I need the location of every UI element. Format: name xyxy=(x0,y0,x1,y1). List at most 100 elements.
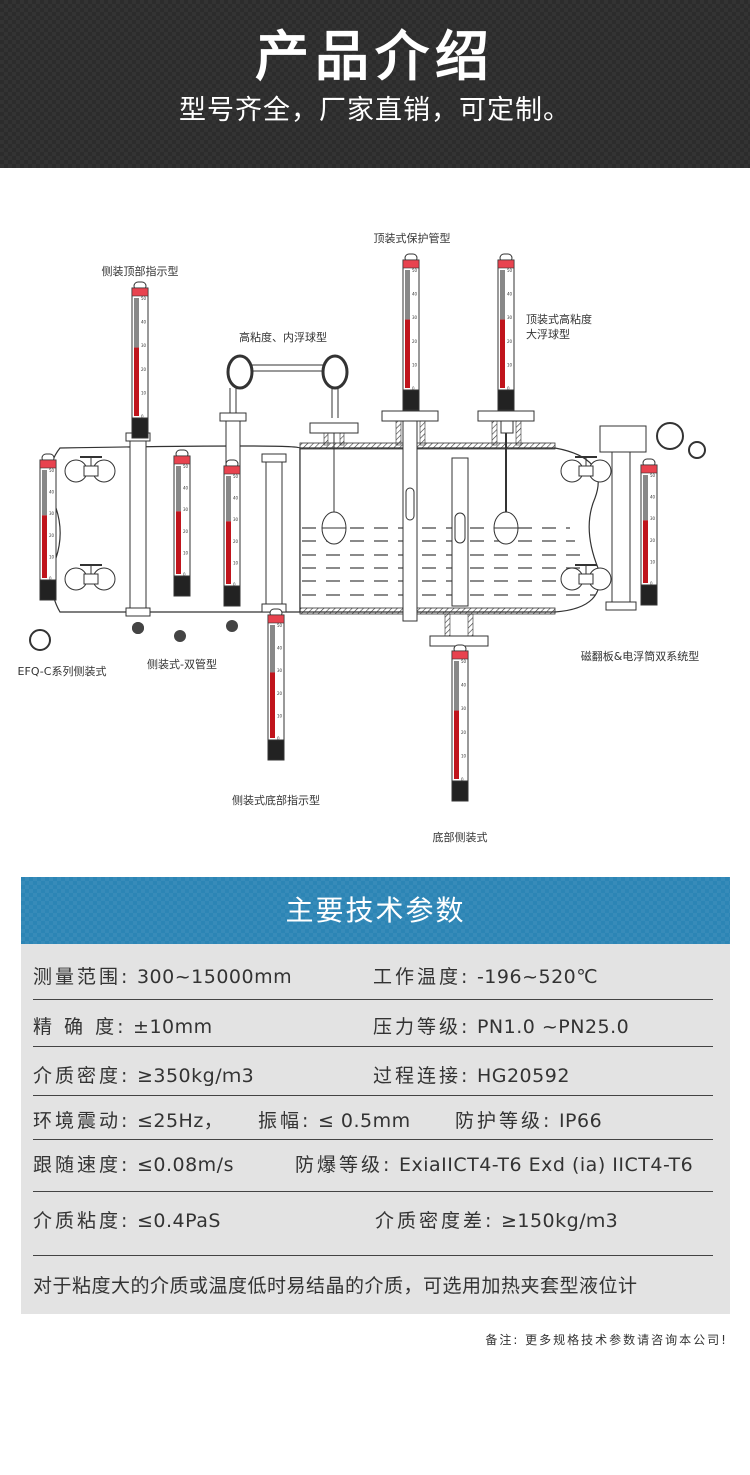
spec-row: 跟随速度: ≤0.08m/s 防爆等级: ExiaIICT4-T6 Exd (i… xyxy=(33,1150,713,1192)
spec-key: 环境震动: xyxy=(33,1110,131,1132)
gauge-header xyxy=(497,259,515,269)
gauge-tick-label: 40 xyxy=(412,292,418,297)
spec-table: 测量范围: 300~15000mm 工作温度: -196~520℃ 精 确 度:… xyxy=(21,944,730,1314)
label-side-bottom-indicator: 侧装式底部指示型 xyxy=(232,793,320,807)
gauge-tick-label: 30 xyxy=(141,343,147,348)
page-title: 产品介绍 xyxy=(255,25,495,88)
gauge-empty-segment xyxy=(134,298,139,348)
footnote-note: 备注: 更多规格技术参数请咨询本公司! xyxy=(485,1333,728,1347)
gauge-tick-label: 50 xyxy=(141,296,147,301)
gauge-tick-label: 20 xyxy=(233,539,239,544)
spec-footnote: 对于粘度大的介质或温度低时易结晶的介质，可选用加热夹套型液位计 xyxy=(33,1271,713,1301)
gauge-tick-label: 30 xyxy=(412,315,418,320)
gauge-level-indicator xyxy=(454,710,459,779)
gauge-level-indicator xyxy=(176,511,181,574)
gauge-tick-label: 50 xyxy=(650,473,656,478)
spec-value: ≤ 0.5mm xyxy=(317,1110,411,1132)
level-gauge-diagram: 50 40 30 20 10 0 50 40 30 20 10 0 50 40 30 20 10 0 50 40 30 2… xyxy=(18,231,706,844)
gauge-level-indicator xyxy=(643,520,648,583)
product-diagram: 50 40 30 20 10 0 50 40 30 20 10 0 50 40 30 20 10 0 50 40 30 2… xyxy=(0,168,750,868)
gauge-tick-label: 40 xyxy=(507,292,513,297)
spec-row: 介质粘度: ≤0.4PaS 介质密度差: ≥150kg/ｍ3 xyxy=(33,1206,713,1256)
gauge-level-indicator xyxy=(134,347,139,416)
gauge-tick-label: 10 xyxy=(49,554,55,559)
top-nozzle-3 xyxy=(477,410,535,545)
gauge-empty-segment xyxy=(454,661,459,711)
gauge-tick-label: 10 xyxy=(277,713,283,718)
spec-row: 测量范围: 300~15000mm 工作温度: -196~520℃ xyxy=(33,962,713,1000)
gauge-tick-label: 20 xyxy=(650,538,656,543)
gauge-bottom-housing xyxy=(131,417,149,439)
gauge-level-indicator xyxy=(226,521,231,584)
gauge-header xyxy=(131,287,149,297)
gauge-bottom-housing xyxy=(451,780,469,802)
gauge-tick-label: 0 xyxy=(141,414,144,419)
gauge-level-indicator xyxy=(42,515,47,578)
spec-value: ≤0.4PaS xyxy=(136,1210,221,1232)
gauge-header xyxy=(39,459,57,469)
spec-value: PN1.0 ~PN25.0 xyxy=(476,1016,630,1038)
left-valve-upper xyxy=(64,456,116,483)
gauge-bottom-housing xyxy=(497,389,515,411)
spec-key: 介质密度: xyxy=(33,1065,131,1087)
gauge-empty-segment xyxy=(500,270,505,320)
gauge-empty-segment xyxy=(226,476,231,522)
gauge-bottom-housing xyxy=(173,575,191,597)
gauge-tick-label: 20 xyxy=(412,339,418,344)
gauge-tick-label: 30 xyxy=(507,315,513,320)
top-nozzle-2 xyxy=(381,410,439,622)
gauge-tick-label: 40 xyxy=(49,490,55,495)
gauge-tick-label: 30 xyxy=(183,507,189,512)
spec-footnote-text: 对于粘度大的介质或温度低时易结晶的介质，可选用加热夹套型液位计 xyxy=(33,1275,638,1297)
gauge-empty-segment xyxy=(270,625,275,673)
spec-value: ±10mm xyxy=(133,1016,213,1038)
gauge-tick-label: 0 xyxy=(412,386,415,391)
gauge-bottom-housing xyxy=(223,585,241,607)
gauge-tick-label: 40 xyxy=(183,486,189,491)
gauge-bottom-housing xyxy=(267,739,285,761)
chamber-side-top xyxy=(125,432,151,634)
gauge-bottom-housing xyxy=(39,579,57,601)
left-valve-lower xyxy=(64,564,116,591)
gauge-tick-label: 0 xyxy=(507,386,510,391)
page-subtitle: 型号齐全，厂家直销，可定制。 xyxy=(179,95,571,126)
spec-key: 过程连接: xyxy=(373,1065,471,1087)
gauge-header xyxy=(267,614,285,624)
spec-value: ≤0.08m/s xyxy=(136,1154,234,1176)
gauge-tick-label: 50 xyxy=(183,464,189,469)
label-magnetic-float-dual: 磁翻板&电浮筒双系统型 xyxy=(581,649,700,663)
gauge-bottom-housing xyxy=(402,389,420,411)
gauge-tick-label: 30 xyxy=(650,516,656,521)
gauge-tick-label: 40 xyxy=(461,683,467,688)
gauge-tick-label: 20 xyxy=(507,339,513,344)
gauge-tick-label: 50 xyxy=(412,268,418,273)
label-bottom-side: 底部侧装式 xyxy=(433,830,488,844)
gauge-tick-label: 10 xyxy=(650,559,656,564)
gauge-tick-label: 50 xyxy=(461,659,467,664)
gauge-tick-label: 40 xyxy=(141,320,147,325)
spec-value: IP66 xyxy=(558,1110,603,1132)
gauge-header xyxy=(173,455,191,465)
spec-key: 防爆等级: xyxy=(295,1154,393,1176)
spec-banner: 主要技术参数 xyxy=(21,877,730,944)
gauge-top-protection: 50 40 30 20 10 0 xyxy=(402,253,420,411)
gauge-tick-label: 0 xyxy=(277,736,280,741)
gauge-empty-segment xyxy=(42,470,47,516)
gauge-tick-label: 40 xyxy=(650,495,656,500)
gauge-level-indicator xyxy=(270,672,275,738)
spec-value: ≥150kg/ｍ3 xyxy=(500,1210,619,1232)
gauge-tick-label: 20 xyxy=(277,691,283,696)
gauge-tick-label: 20 xyxy=(461,730,467,735)
gauge-tick-label: 10 xyxy=(412,362,418,367)
chamber-side-bottom xyxy=(261,453,287,613)
gauge-level-indicator xyxy=(500,319,505,388)
label-side-double-tube: 侧装式-双管型 xyxy=(147,657,217,671)
spec-key: 振幅: xyxy=(258,1110,312,1132)
gauge-tick-label: 0 xyxy=(183,572,186,577)
